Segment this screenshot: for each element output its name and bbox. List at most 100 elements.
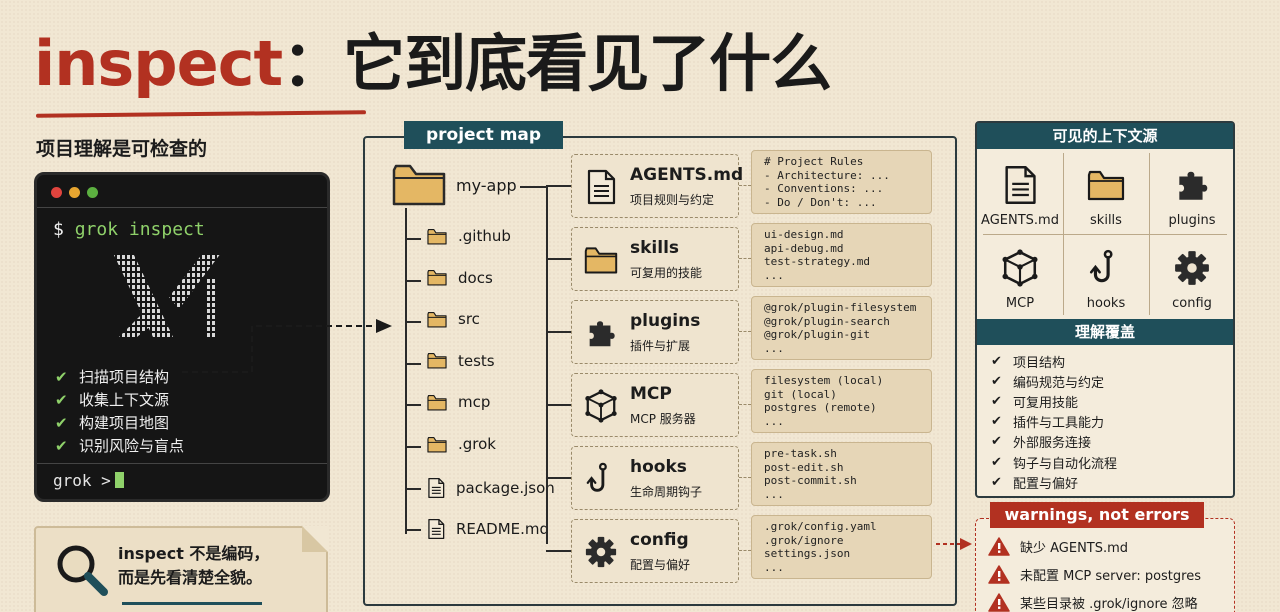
module-branch <box>546 185 572 187</box>
folder-icon <box>426 436 448 453</box>
cursor <box>114 472 124 488</box>
coverage-item: ✔项目结构 <box>991 351 1117 371</box>
tree-folder[interactable]: mcp <box>426 393 490 411</box>
subtitle: 项目理解是可检查的 <box>36 138 208 160</box>
module-branch <box>546 331 572 333</box>
command-text: grok inspect <box>74 219 205 240</box>
module-branch <box>546 550 572 552</box>
file-icon <box>426 477 446 499</box>
source-plugins[interactable]: plugins <box>1149 151 1235 235</box>
source-label: MCP <box>1005 296 1035 311</box>
module-title: config <box>630 530 689 550</box>
source-hooks[interactable]: hooks <box>1063 234 1149 318</box>
source-agentsmd[interactable]: AGENTS.md <box>977 151 1063 235</box>
module-title: MCP <box>630 384 672 404</box>
module-title: skills <box>630 238 680 258</box>
code-line: @grok/plugin-filesystem <box>764 301 917 314</box>
title-keyword: inspect <box>34 27 283 100</box>
tree-folder[interactable]: .github <box>426 227 511 245</box>
check-icon: ✔ <box>991 373 1002 389</box>
note-text: inspect 不是编码， 而是先看清楚全貌。 <box>118 544 270 587</box>
terminal-divider <box>37 463 327 464</box>
step-item: ✔收集上下文源 <box>55 390 170 410</box>
check-icon: ✔ <box>991 434 1002 450</box>
folder-icon <box>1087 165 1125 205</box>
project-map-label: project map <box>404 121 564 149</box>
tree-folder[interactable]: tests <box>426 352 495 370</box>
folder-icon <box>426 352 448 369</box>
coverage-list: ✔项目结构✔编码规范与约定✔可复用技能✔插件与工具能力✔外部服务连接✔钩子与自动… <box>991 351 1117 492</box>
coverage-item: ✔钩子与自动化流程 <box>991 452 1117 472</box>
title-question: ：它到底看见了什么 <box>282 27 832 100</box>
terminal-to-map-arrow <box>182 319 392 373</box>
check-icon: ✔ <box>991 393 1002 409</box>
terminal-window: $ grok inspect ✔扫描项目结构 ✔收集上下文源 ✔构建项目地图 ✔… <box>34 172 330 502</box>
inspect-steps: ✔扫描项目结构 ✔收集上下文源 ✔构建项目地图 ✔识别风险与盲点 <box>55 365 184 457</box>
code-line: ui-design.md <box>764 228 844 241</box>
code-line: ... <box>764 487 784 501</box>
tree-item-label: .github <box>458 227 511 245</box>
check-icon: ✔ <box>991 454 1002 470</box>
warning-text: 缺少 AGENTS.md <box>1020 541 1129 556</box>
doc-icon <box>584 169 618 205</box>
tree-root[interactable]: my-app <box>456 176 517 195</box>
title-underline <box>35 110 367 118</box>
step-item: ✔扫描项目结构 <box>55 367 170 387</box>
source-label: hooks <box>1086 296 1126 311</box>
root-folder-icon <box>392 164 446 206</box>
tree-branch <box>405 487 421 490</box>
folder-icon <box>426 311 448 328</box>
warning-text: 未配置 MCP server: postgres <box>1020 569 1201 584</box>
tree-folder[interactable]: .grok <box>426 435 496 453</box>
source-mcp[interactable]: MCP <box>977 234 1063 318</box>
magnifier-icon <box>57 545 108 596</box>
tree-file[interactable]: package.json <box>426 477 555 499</box>
warning-icon <box>988 593 1010 612</box>
coverage-item: ✔ 外部服务连接 <box>991 432 1117 452</box>
folder-icon <box>426 269 448 286</box>
code-line: @grok/plugin-git <box>764 328 870 341</box>
terminal-input[interactable]: grok > <box>53 471 124 490</box>
coverage-item: ✔配置与偏好 <box>991 472 1117 492</box>
source-label: config <box>1172 296 1212 311</box>
code-line: pre-task.sh <box>764 447 837 460</box>
note-underline <box>122 602 262 605</box>
source-skills[interactable]: skills <box>1063 151 1149 235</box>
maximize-dot-icon <box>87 187 98 198</box>
tree-folder[interactable]: src <box>426 310 480 328</box>
coverage-label: 可复用技能 <box>1013 395 1079 411</box>
gear-icon <box>584 534 618 570</box>
source-label: skills <box>1090 213 1122 228</box>
code-line: - Do / Don't: ... <box>764 195 877 209</box>
module-code-connector <box>739 331 751 332</box>
tree-folder[interactable]: docs <box>426 269 493 287</box>
step-item: ✔识别风险与盲点 <box>55 436 185 456</box>
code-line: filesystem (local) <box>764 374 884 387</box>
code-line: test-strategy.md <box>764 255 870 268</box>
module-subtitle: 生命周期钩子 <box>630 485 703 499</box>
code-line: git (local) <box>764 387 837 401</box>
module-branch <box>546 404 572 406</box>
terminal-command: $ grok inspect <box>53 219 205 240</box>
check-icon: ✔ <box>991 414 1002 430</box>
warning-item: 未配置 MCP server: postgres <box>988 565 1201 584</box>
module-branch <box>546 477 572 479</box>
tree-item-label: mcp <box>458 393 491 412</box>
source-config[interactable]: config <box>1149 234 1235 318</box>
module-code-connector <box>739 404 751 405</box>
puzzle-icon <box>584 315 618 351</box>
doc-icon <box>1001 165 1039 205</box>
coverage-label: 外部服务连接 <box>1013 436 1092 452</box>
tree-file[interactable]: README.md <box>426 518 549 540</box>
minimize-dot-icon <box>69 187 80 198</box>
